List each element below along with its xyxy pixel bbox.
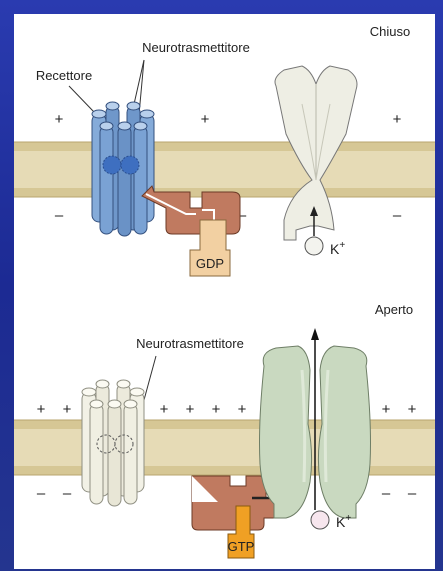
top-ion-label: K+ xyxy=(330,240,345,257)
bottom-charge-plus-3: + xyxy=(160,401,169,418)
receptor-leader-line xyxy=(69,86,94,112)
bottom-charge-plus-5: + xyxy=(212,401,221,418)
top-state-label: Chiuso xyxy=(370,24,410,39)
bottom-charge-minus-4: – xyxy=(408,485,417,502)
top-neurotransmitter-label: Neurotrasmettitore xyxy=(142,40,250,55)
bottom-charge-plus-7: + xyxy=(382,401,391,418)
top-charge-plus-3: + xyxy=(393,111,402,128)
bottom-charge-minus-1: – xyxy=(37,485,46,502)
receptor-label: Recettore xyxy=(36,68,92,83)
top-g-protein-icon xyxy=(142,186,240,276)
bottom-ion-label: K+ xyxy=(336,513,351,530)
bottom-charge-minus-3: – xyxy=(382,485,391,502)
bottom-neurotransmitter-label: Neurotrasmettitore xyxy=(136,336,244,351)
bottom-charge-plus-2: + xyxy=(63,401,72,418)
bottom-charge-plus-1: + xyxy=(37,401,46,418)
bottom-charge-minus-2: – xyxy=(63,485,72,502)
top-membrane xyxy=(14,142,435,197)
top-charge-plus-2: + xyxy=(201,111,210,128)
bottom-charge-plus-6: + xyxy=(238,401,247,418)
bottom-charge-plus-4: + xyxy=(186,401,195,418)
top-charge-minus-3: – xyxy=(393,207,402,224)
top-charge-minus-1: – xyxy=(55,207,64,224)
figure-panel: Chiuso Recettore Neurotrasmettitore + + … xyxy=(14,14,435,569)
bottom-state-label: Aperto xyxy=(375,302,413,317)
bottom-potassium-ion-icon xyxy=(311,511,329,529)
receptor-inactive-icon xyxy=(82,380,144,506)
gtp-label: GTP xyxy=(228,539,255,554)
gdp-label: GDP xyxy=(196,256,224,271)
bottom-open-panel: Aperto Neurotrasmettitore + + + + + + + … xyxy=(14,302,435,558)
bottom-ion-arrow-icon xyxy=(311,328,319,510)
diagram-canvas: Chiuso Recettore Neurotrasmettitore + + … xyxy=(14,14,435,569)
top-potassium-ion-icon xyxy=(305,237,323,255)
top-charge-plus-1: + xyxy=(55,111,64,128)
bottom-charge-plus-8: + xyxy=(408,401,417,418)
bottom-membrane xyxy=(14,420,435,475)
top-closed-panel: Chiuso Recettore Neurotrasmettitore + + … xyxy=(14,24,435,276)
